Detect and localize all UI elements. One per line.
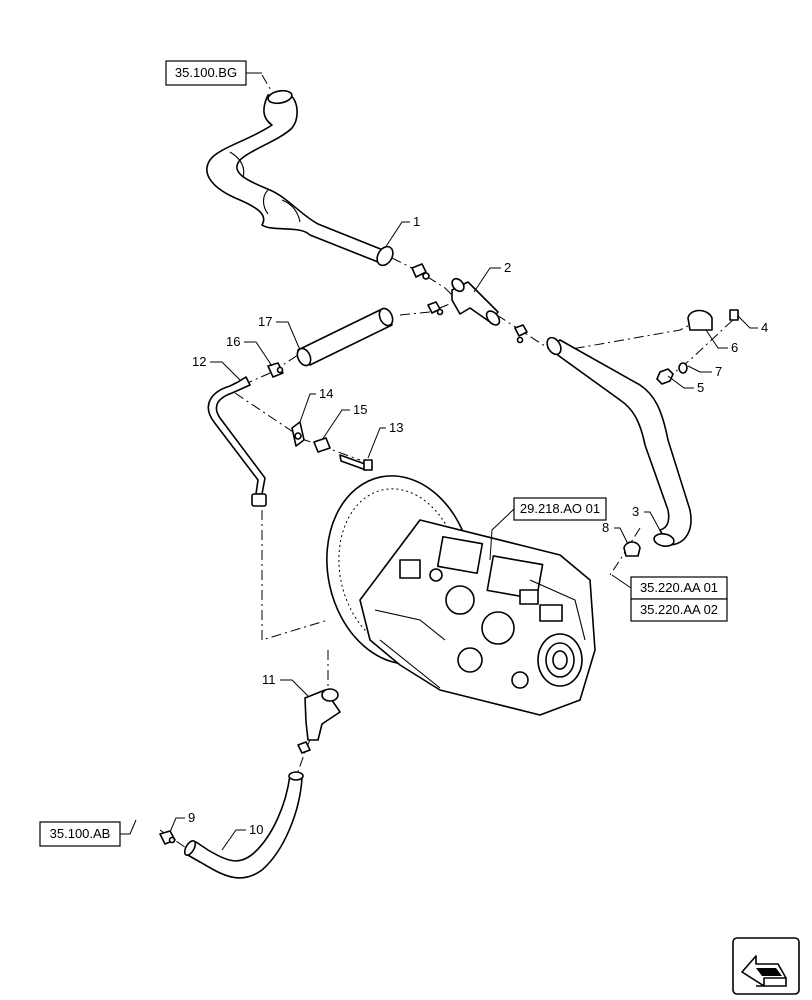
clamp-icon [427,301,528,344]
clamp-6-icon [687,309,713,331]
callout-8: 8 [602,520,609,535]
ref-box-bottom[interactable]: 35.100.AB [39,821,121,847]
ref-label: 35.220.AA 01 [640,580,718,595]
clamp-icon [411,263,430,280]
callout-10: 10 [249,822,263,837]
nut-5-icon [656,368,674,385]
callout-2: 2 [504,260,511,275]
ref-box-top[interactable]: 35.100.BG [165,60,247,86]
navigation-arrow-icon[interactable] [732,937,800,995]
callout-17: 17 [258,314,272,329]
callout-5: 5 [697,380,704,395]
ref-label: 29.218.AO 01 [520,501,600,516]
callout-6: 6 [731,340,738,355]
hose-10-icon [183,771,304,879]
ref-box-aa01[interactable]: 35.220.AA 01 [630,576,728,600]
clip-14-icon [291,421,305,447]
callout-1: 1 [413,214,420,229]
fitting-16-icon [267,362,284,378]
clamp-icon [297,741,311,754]
callout-7: 7 [715,364,722,379]
callout-11: 11 [262,672,276,687]
ref-label: 35.100.BG [175,65,237,80]
callout-12: 12 [192,354,206,369]
tee-fitting-icon [451,277,501,326]
callout-9: 9 [188,810,195,825]
callout-4: 4 [761,320,768,335]
callout-15: 15 [353,402,367,417]
washer-7-icon [678,362,688,374]
leader-lines [169,221,758,851]
pump-assembly-icon [326,475,596,716]
ref-box-pump[interactable]: 29.218.AO 01 [513,497,607,521]
ref-box-aa02[interactable]: 35.220.AA 02 [630,598,728,622]
clamp-8-icon [623,541,641,557]
callout-16: 16 [226,334,240,349]
callout-3: 3 [632,504,639,519]
tube-12-icon [207,376,267,507]
hose-3-icon [546,336,692,547]
bolt-4-icon [729,309,739,321]
spacer-15-icon [313,437,331,453]
ref-label: 35.220.AA 02 [640,602,718,617]
bolt-13-icon [339,454,373,471]
hose-1-icon [206,89,394,267]
fitting-9-icon [159,830,176,845]
callout-numbers: 1 2 3 4 5 6 7 8 9 10 11 12 13 14 15 16 1… [188,214,768,837]
callout-14: 14 [319,386,333,401]
tee-fitting-11-icon [304,688,341,741]
hose-17-icon [296,307,394,367]
ref-label: 35.100.AB [50,826,111,841]
callout-13: 13 [389,420,403,435]
